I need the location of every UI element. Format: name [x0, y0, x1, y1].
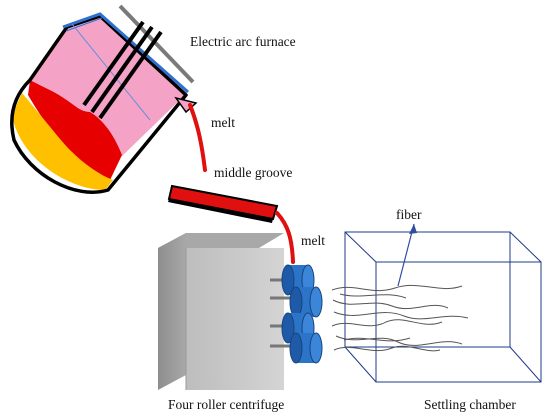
label-melt-top: melt: [211, 115, 235, 130]
label-four-roller-centrifuge: Four roller centrifuge: [168, 397, 285, 412]
fiber-strand: [331, 284, 463, 292]
fiber-strand: [332, 299, 449, 310]
furnace-roof-line: [65, 17, 103, 32]
furnace-shell: [10, 14, 188, 194]
chamber-edge: [344, 346, 377, 383]
chamber-edge: [344, 231, 377, 263]
chamber-edge: [509, 231, 542, 263]
settling-chamber: [344, 231, 542, 383]
electrode: [90, 25, 154, 114]
label-melt-bottom: melt: [301, 233, 325, 248]
furnace-bottom-slag: [12, 93, 113, 190]
furnace-melt: [28, 80, 122, 180]
label-settling-chamber: Settling chamber: [424, 397, 516, 412]
furnace-roof: [62, 12, 189, 94]
chamber-front-face: [375, 261, 542, 383]
fibers: [331, 284, 469, 352]
rollers: [281, 264, 323, 364]
centrifuge-top: [158, 233, 284, 248]
four-roller-centrifuge: [158, 233, 284, 390]
label-middle-groove: middle groove: [214, 165, 293, 180]
centrifuge-side: [158, 233, 186, 390]
melt-stream-top: [188, 103, 207, 172]
fiber-strand: [333, 345, 441, 352]
groove-side: [168, 199, 273, 223]
furnace-support-bar: [118, 4, 195, 84]
fiber-strand: [339, 293, 407, 299]
fiber-strand: [335, 335, 463, 346]
roller: [289, 332, 323, 364]
label-fiber: fiber: [396, 207, 422, 222]
roller: [289, 286, 323, 318]
electrode: [82, 20, 145, 107]
electric-arc-furnace: [10, 12, 198, 194]
fiber-pointer: [397, 223, 415, 287]
fiber-strand: [343, 337, 411, 342]
furnace-inner-line: [71, 23, 151, 121]
middle-groove: [167, 184, 279, 223]
chamber-edge: [509, 346, 542, 383]
label-electric-arc-furnace: Electric arc furnace: [190, 34, 296, 49]
electrodes: [82, 20, 163, 120]
fiber-strand: [333, 311, 469, 320]
chamber-back-face: [344, 231, 511, 348]
melt-stream-bottom: [275, 211, 295, 264]
electrode: [98, 30, 163, 120]
fiber-pointer-arrowhead: [409, 224, 417, 234]
fiber-strand: [331, 319, 443, 327]
centrifuge-front: [186, 248, 284, 390]
